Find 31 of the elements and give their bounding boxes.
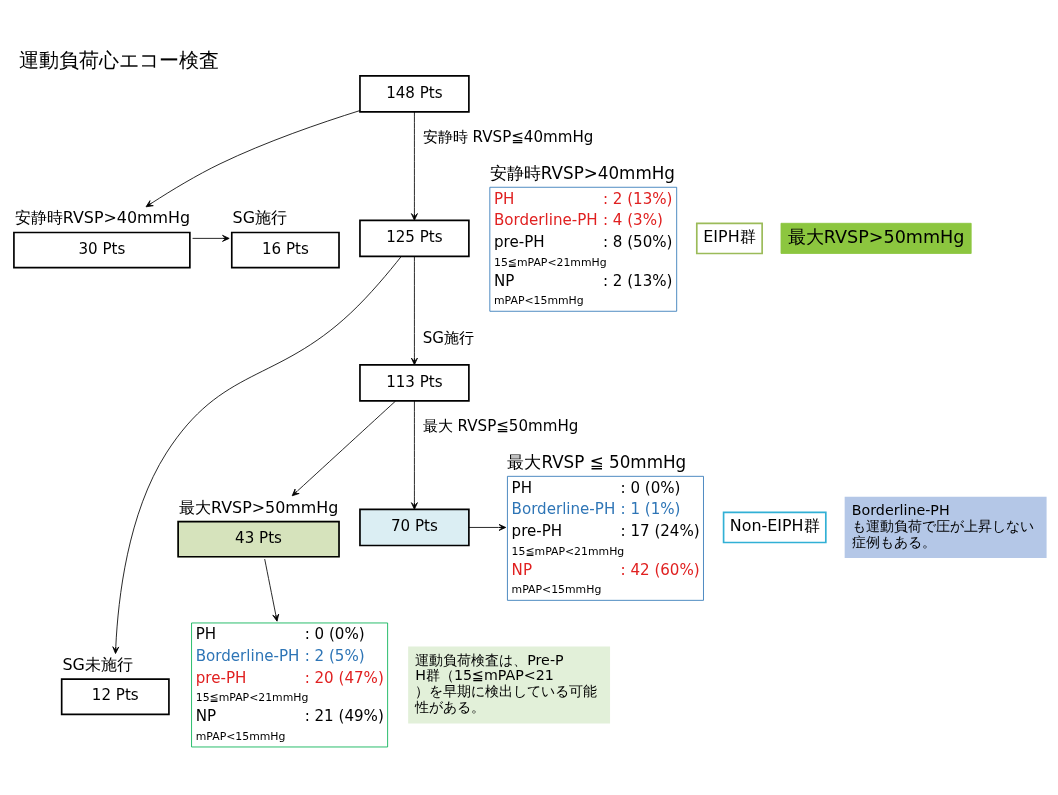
node-box: PH : 2 (13%) Borderline-PH : 4 (3%) pre-PH : 8 (50%) 15≦mPAP<21mmHg NP : 2 (13%) mPAP<15mmHg — [489, 186, 678, 312]
node-box: PH : 0 (0%) Borderline-PH : 1 (1%) pre-PH : 17 (24%) 15≦mPAP<21mmHg NP : 42 (60%) mPAP<15mmHg — [507, 475, 704, 601]
node-box: 最大RVSP>50mmHg — [780, 222, 972, 254]
diagram-title: 運動負荷心エコー検査 — [19, 47, 220, 72]
node-label: 最大RVSP>50mmHg — [178, 497, 339, 517]
node-box: EIPH群 — [695, 221, 763, 254]
arrow — [410, 255, 418, 365]
node-label: 安静時RVSP>40mmHg — [489, 162, 675, 183]
node-box: PH : 0 (0%) Borderline-PH : 2 (5%) pre-PH : 20 (47%) 15≦mPAP<21mmHg NP : 21 (49%) mPAP<15mmHg — [191, 622, 389, 747]
node-box: 70 Pts — [359, 508, 470, 546]
node-label: SG施行 — [232, 207, 288, 227]
node-box: Non-EIPH群 — [722, 511, 827, 543]
node-label: 最大RVSP ≦ 50mmHg — [507, 451, 687, 472]
edge-label: 安静時 RVSP≦40mmHg — [422, 127, 594, 146]
arrow — [410, 400, 418, 510]
node-label: SG未施行 — [62, 654, 133, 674]
node-box: 運動負荷検査は、Pre-PH群（15≦mPAP<21）を早期に検出している可能性がある。 — [408, 645, 611, 723]
arrow — [468, 523, 507, 531]
node-box: 148 Pts — [359, 74, 470, 113]
arrow — [410, 111, 418, 221]
edge-label: SG施行 — [422, 328, 475, 347]
arrow — [264, 558, 280, 622]
node-box: 125 Pts — [359, 219, 470, 257]
arrow — [112, 255, 402, 654]
node-label: 安静時RVSP>40mmHg — [14, 207, 191, 227]
arrow — [291, 400, 397, 496]
edge-label: 最大 RVSP≦50mmHg — [422, 416, 579, 435]
arrow — [192, 234, 230, 242]
arrow — [145, 109, 361, 207]
node-box: Borderline-PHも運動負荷で圧が上昇しない症例もある。 — [844, 496, 1047, 558]
node-box: 113 Pts — [359, 363, 470, 402]
